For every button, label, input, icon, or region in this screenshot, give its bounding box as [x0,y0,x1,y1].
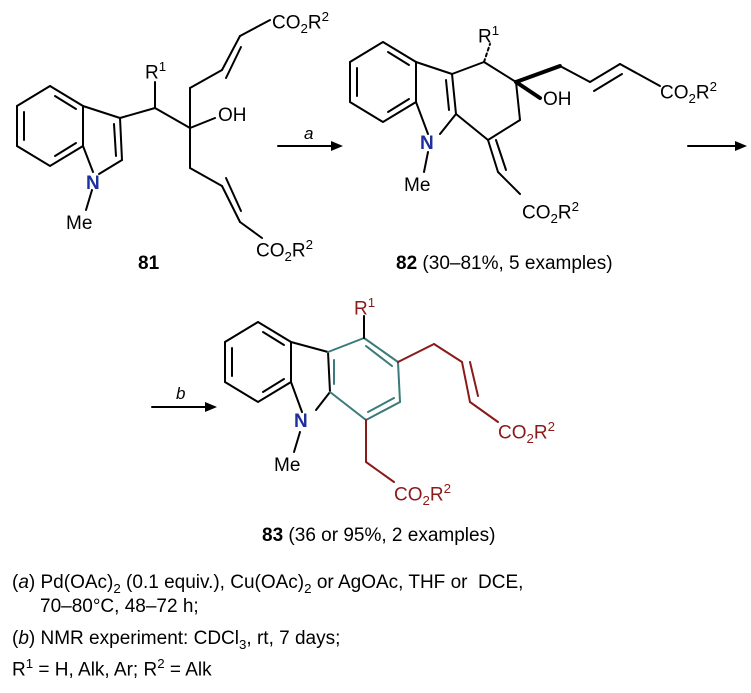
reaction-arrow-continue [687,141,747,151]
c83-label: 83 (36 or 95%, 2 examples) [262,525,496,546]
c81-r1: R1 [145,59,167,84]
c81-ester-bottom: CO2R2 [256,237,314,265]
arrow-b-label: b [176,384,186,403]
c82-oh: OH [543,89,572,110]
c81-number: 81 [138,253,160,274]
c81-oh: OH [218,105,247,126]
c82-nitrogen: N [420,133,434,154]
c82-ester-chain: CO2R2 [660,79,718,107]
compound-82-structure [349,41,661,195]
conditions-r-line: R1 = H, Alk, Ar; R2 = Alk [12,656,212,681]
c82-ester-exo: CO2R2 [522,199,580,227]
conditions-a-line2: 70–80°C, 48–72 h; [40,596,199,617]
c83-nitrogen: N [294,411,308,432]
c82-r1: R1 [478,23,500,48]
c83-r1: R1 [354,295,376,320]
c83-ester-chain: CO2R2 [498,419,556,447]
c82-methyl: Me [404,175,431,196]
c81-nitrogen: N [86,173,100,194]
c82-label: 82 (30–81%, 5 examples) [396,253,613,274]
c81-ester-top: CO2R2 [272,9,330,37]
c83-ester-ch2: CO2R2 [394,481,452,509]
reaction-arrow-a [277,141,343,151]
c83-methyl: Me [274,455,301,476]
reaction-arrow-b [151,402,217,412]
conditions-a-line1: (a) Pd(OAc)2 (0.1 equiv.), Cu(OAc)2 or A… [12,572,524,596]
compound-83-structure [224,315,499,483]
compound-81-structure [16,19,271,239]
arrow-a-label: a [304,124,314,143]
conditions-b-line: (b) NMR experiment: CDCl3, rt, 7 days; [12,628,341,652]
c81-methyl: Me [66,213,93,234]
